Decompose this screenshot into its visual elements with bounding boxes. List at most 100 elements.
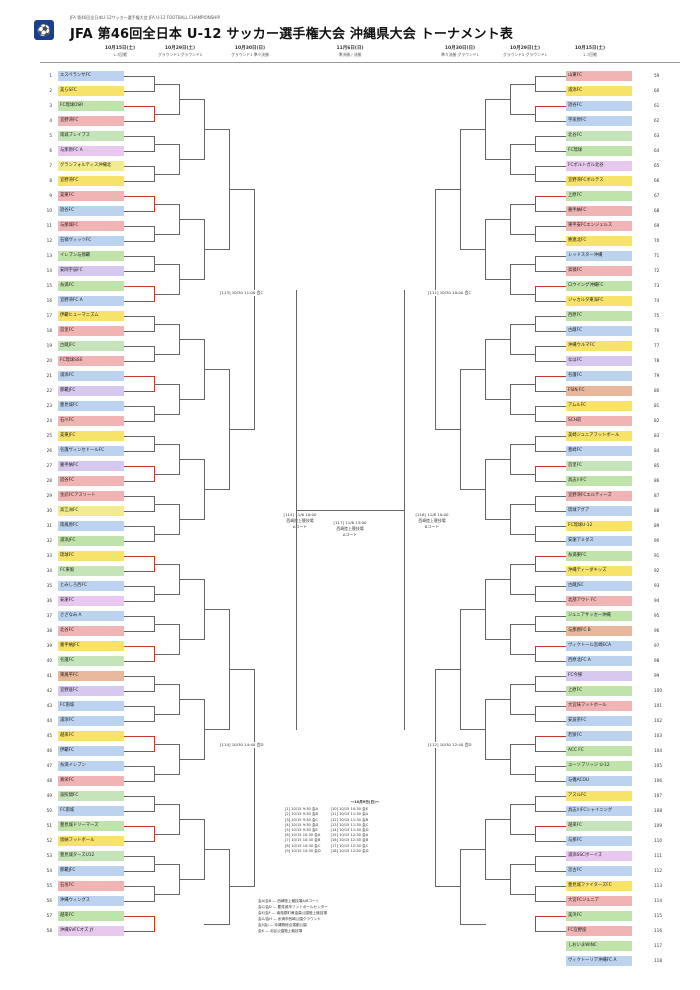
team-name: 浦添FC [58,371,124,381]
team-name: 恩納フットボール [58,836,124,846]
bracket-line [536,421,566,422]
bracket-line [154,113,179,115]
schedule-entry: [7] 10/15 10:30 会B [285,838,321,843]
team-name: グランフォルティス沖縄北 [58,161,124,171]
date-label: 10月29日(土) [164,46,196,51]
bracket-line [436,668,461,670]
team-number: 48 [46,778,52,783]
bracket-line [536,691,566,692]
team-number: 61 [654,103,660,108]
team-number: 96 [654,628,660,633]
team-name: 真栄FC [58,776,124,786]
team-number: 112 [654,868,662,873]
bracket-line [124,496,154,497]
bracket-line [154,593,179,595]
bracket-line [461,368,486,370]
bracket-line [124,661,154,662]
bracket-line [461,488,486,490]
winner-path-line [536,556,566,557]
final-match-line: 西崎陸上競技場 [286,518,314,523]
team-name: 宜野湾FC [58,176,124,186]
team-name: 越来FC [58,911,124,921]
bracket-line [179,278,204,280]
bracket-line [536,766,566,767]
team-name: 越来FC [566,821,632,831]
team-name: さざなみ A [58,611,124,621]
bracket-line [435,188,436,430]
team-number: 114 [654,898,662,903]
team-number: 57 [46,913,52,918]
bracket-line [154,413,179,415]
bracket-line [154,533,179,535]
schedule-entry: [10] 10/15 10:30 会E [330,807,368,812]
bracket-line [486,518,511,520]
team-number: 1 [49,73,52,78]
bracket-line [511,713,536,715]
bracket-line [154,83,179,85]
team-number: 38 [46,628,52,633]
winner-path-line [536,736,566,737]
team-name: アムルFC [566,401,632,411]
team-number: 108 [654,808,662,813]
bracket-line [511,383,536,385]
team-number: 54 [46,868,52,873]
team-number: 44 [46,718,52,723]
team-name: 西原FC [566,311,632,321]
team-number: 109 [654,823,662,828]
date-label: 10月30日(日) [234,46,266,51]
venue-entry: 会I/会J ― 沖縄県総合運動公園 [258,923,307,927]
bracket-line [179,578,204,580]
team-number: 33 [46,553,52,558]
team-number: 106 [654,778,662,783]
team-name: 伊覇FC [58,746,124,756]
bracket-line [124,136,154,137]
bracket-line [124,151,154,152]
bracket-line [124,256,154,257]
team-number: 101 [654,703,662,708]
bracket-line [124,436,154,437]
team-name: 与儀ACOU [566,776,632,786]
bracket-line [124,406,154,407]
team-name: ユーソブリッジ U-12 [566,761,632,771]
bracket-line [511,353,536,355]
bracket-line [154,293,179,295]
bracket-line [124,121,154,122]
bracket-line [124,586,154,587]
court-label: 1-7回戦 [113,52,127,57]
bracket-line [536,316,566,317]
bracket-line [124,841,154,842]
team-number: 43 [46,703,52,708]
team-name: 石垣FC [58,881,124,891]
team-name: 東風平FC [58,671,124,681]
bracket-line [436,886,461,887]
final-match-line: Aコート [292,524,308,529]
bracket-line [404,290,405,730]
team-number: 68 [654,208,660,213]
winner-path-line [124,376,154,377]
team-name: ジュニアサッカー沖縄 [566,611,632,621]
team-name: 石川FC [58,416,124,426]
winner-path-line [536,196,566,197]
team-name: 古蔵JSC [566,581,632,591]
team-name: 読谷FC [58,476,124,486]
schedule-entry: [4] 10/15 9:30 会D [285,822,319,827]
team-name: ロウイング沖縄FC [566,281,632,291]
schedule-entry: [12] 10/15 11:30 会B [330,817,369,822]
bracket-line [536,856,566,857]
team-number: 55 [46,883,52,888]
bracket-line [536,151,566,152]
team-number: 63 [654,133,660,138]
bracket-line [511,803,536,805]
winner-path-line [535,916,536,932]
team-name: 読谷FC [566,101,632,111]
bracket-line [536,481,566,482]
bracket-line [124,241,154,242]
bracket-line [154,623,179,625]
schedule-entry: [2] 10/15 9:30 会B [285,812,319,817]
team-number: 5 [49,133,52,138]
bracket-line [254,668,255,887]
page-title: JFA 第46回全日本 U-12 サッカー選手権大会 沖縄県大会 トーナメント表 [70,27,514,42]
schedule-entry: [17] 10/15 12:30 会C [330,843,369,848]
bracket-line [179,338,204,340]
